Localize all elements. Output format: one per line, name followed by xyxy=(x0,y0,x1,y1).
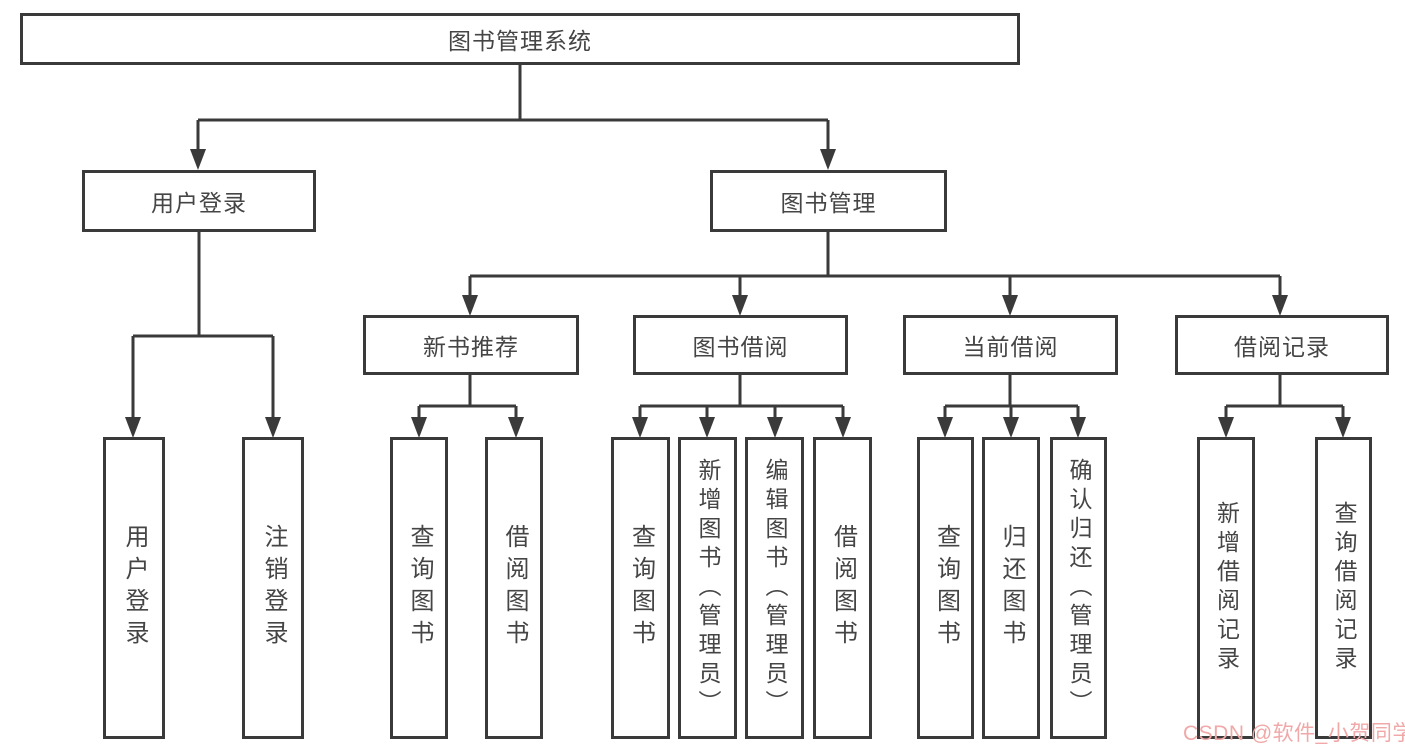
leaf-add-book-admin: 新增图书（管理员） xyxy=(678,437,737,739)
leaf-edit-book-admin-label: 编辑图书（管理员） xyxy=(762,457,788,719)
node-new-book-recommend: 新书推荐 xyxy=(363,315,579,375)
leaf-confirm-return-admin: 确认归还（管理员） xyxy=(1050,437,1107,739)
leaf-borrow-books-1: 借阅图书 xyxy=(485,437,543,739)
leaf-confirm-return-admin-label: 确认归还（管理员） xyxy=(1066,457,1092,719)
node-current-borrow: 当前借阅 xyxy=(903,315,1118,375)
leaf-user-login: 用户登录 xyxy=(103,437,165,739)
node-new-book-recommend-label: 新书推荐 xyxy=(423,334,519,360)
node-book-borrow: 图书借阅 xyxy=(633,315,848,375)
node-borrow-records: 借阅记录 xyxy=(1175,315,1389,375)
node-root: 图书管理系统 xyxy=(20,13,1020,65)
leaf-add-borrow-record: 新增借阅记录 xyxy=(1197,437,1255,739)
node-user-login: 用户登录 xyxy=(82,170,316,232)
node-user-login-label: 用户登录 xyxy=(151,190,247,216)
leaf-query-books-3: 查询图书 xyxy=(917,437,974,739)
leaf-borrow-books-2-label: 借阅图书 xyxy=(829,524,857,652)
leaf-borrow-books-2: 借阅图书 xyxy=(813,437,872,739)
leaf-logout-label: 注销登录 xyxy=(260,524,287,652)
node-book-management: 图书管理 xyxy=(710,170,947,232)
leaf-query-books-2: 查询图书 xyxy=(611,437,670,739)
leaf-query-books-2-label: 查询图书 xyxy=(627,524,655,652)
leaf-return-books: 归还图书 xyxy=(982,437,1040,739)
node-book-borrow-label: 图书借阅 xyxy=(692,334,789,360)
leaf-edit-book-admin: 编辑图书（管理员） xyxy=(745,437,804,739)
leaf-user-login-label: 用户登录 xyxy=(121,524,148,652)
leaf-add-book-admin-label: 新增图书（管理员） xyxy=(695,457,721,719)
leaf-logout: 注销登录 xyxy=(242,437,304,739)
leaf-query-borrow-record: 查询借阅记录 xyxy=(1315,437,1372,739)
leaf-query-borrow-record-label: 查询借阅记录 xyxy=(1331,501,1357,675)
leaf-query-books-1-label: 查询图书 xyxy=(406,524,433,652)
node-borrow-records-label: 借阅记录 xyxy=(1234,334,1330,360)
leaf-return-books-label: 归还图书 xyxy=(998,524,1025,652)
leaf-query-books-1: 查询图书 xyxy=(390,437,448,739)
node-root-label: 图书管理系统 xyxy=(448,28,592,54)
leaf-borrow-books-1-label: 借阅图书 xyxy=(501,524,528,652)
node-book-management-label: 图书管理 xyxy=(780,190,877,216)
node-current-borrow-label: 当前借阅 xyxy=(962,334,1059,360)
leaf-add-borrow-record-label: 新增借阅记录 xyxy=(1213,501,1240,675)
csdn-watermark: CSDN @软件_小贺同学 xyxy=(1183,722,1405,745)
leaf-query-books-3-label: 查询图书 xyxy=(932,524,960,652)
